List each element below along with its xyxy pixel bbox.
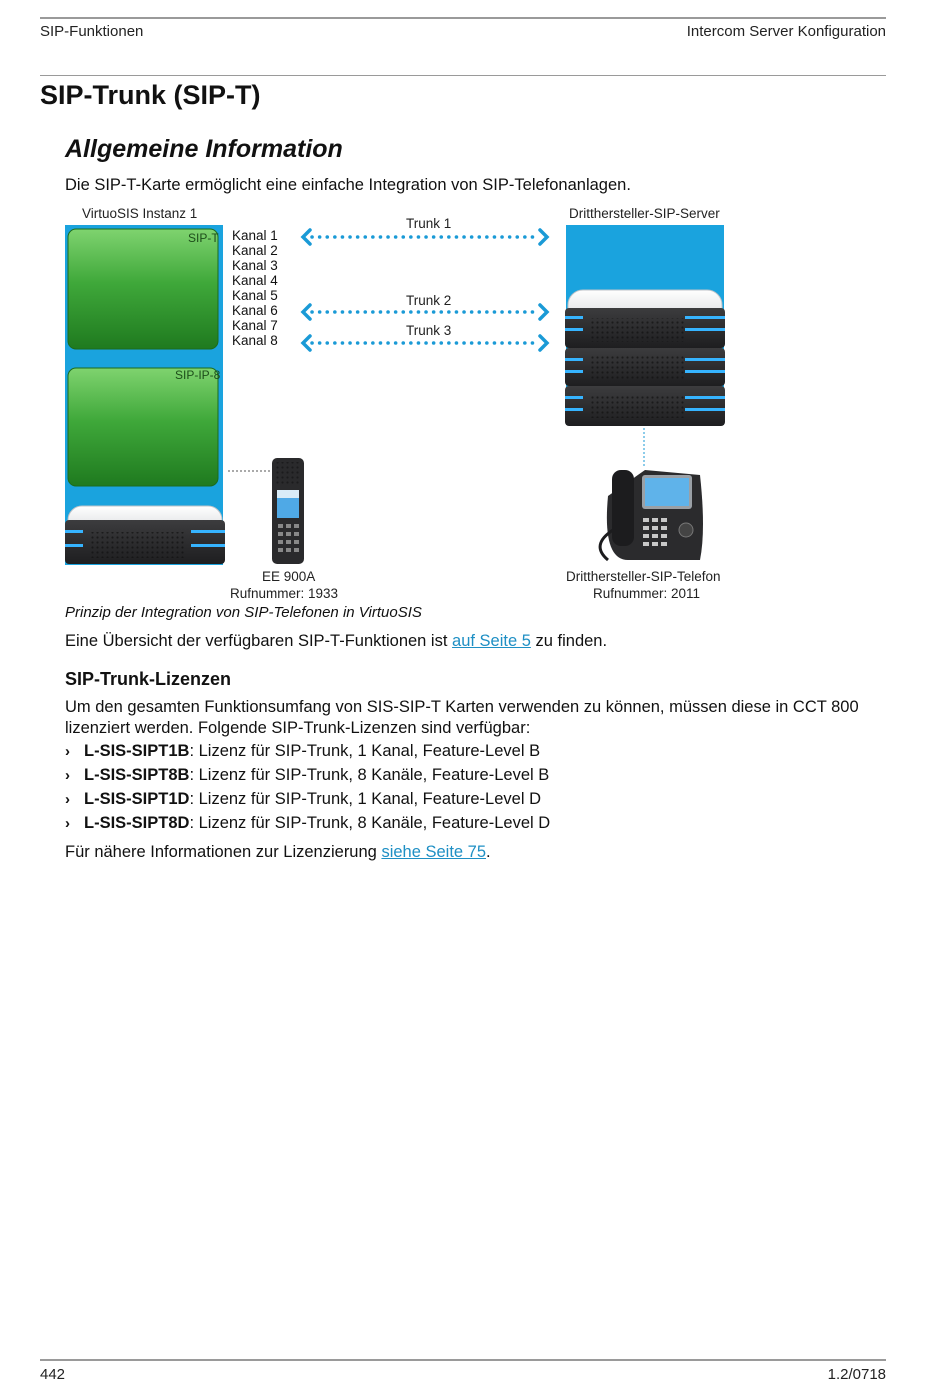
licenses-intro: Um den gesamten Funktionsumfang von SIS-… (65, 698, 859, 737)
integration-diagram: VirtuoSIS Instanz 1 Dritthersteller-SIP-… (60, 200, 760, 601)
sip-desk-phone (598, 470, 703, 562)
ee-900a-handset (272, 458, 304, 564)
more-info-text-after: . (486, 843, 491, 861)
more-info-paragraph: Für nähere Informationen zur Lizenzierun… (65, 842, 491, 863)
chevron-right-icon: › (65, 791, 70, 808)
instance-label: VirtuoSIS Instanz 1 (82, 206, 198, 221)
header-chapter: SIP-Funktionen (40, 23, 144, 40)
channel-6: Kanal 6 (232, 303, 278, 318)
section-heading: Allgemeine Information (65, 135, 343, 163)
trunk-1-label: Trunk 1 (406, 216, 452, 231)
desk-phone-name: Dritthersteller-SIP-Telefon (566, 569, 721, 584)
page-number: 442 (40, 1366, 66, 1383)
document-version: 1.2/0718 (827, 1366, 886, 1383)
page-title: SIP-Trunk (SIP-T) (40, 80, 261, 110)
sip-t-card-label: SIP-T (188, 231, 219, 245)
ee900a-name: EE 900A (262, 569, 316, 584)
license-list: ›L-SIS-SIPT1B: Lizenz für SIP-Trunk, 1 K… (65, 740, 550, 836)
channel-7: Kanal 7 (232, 318, 278, 333)
figure-caption: Prinzip der Integration von SIP-Telefone… (65, 604, 422, 621)
list-item: › L-SIS-SIPT1B: Lizenz für SIP-Trunk, 1 K… (65, 740, 550, 764)
header-top-rule (40, 17, 886, 19)
ee900a-number: Rufnummer: 1933 (230, 586, 339, 601)
licenses-heading: SIP-Trunk-Lizenzen (65, 669, 232, 689)
license-code: L-SIS-SIPT8D (84, 814, 190, 832)
channel-4: Kanal 4 (232, 273, 278, 288)
trunk-2-label: Trunk 2 (406, 293, 452, 308)
license-code: L-SIS-SIPT1B (84, 742, 190, 760)
chevron-right-icon: › (65, 815, 70, 832)
channel-1: Kanal 1 (232, 228, 278, 243)
sip-server-stack (565, 289, 725, 426)
header-document-title: Intercom Server Konfiguration (686, 23, 886, 40)
overview-text-after: zu finden. (530, 632, 608, 650)
chevron-right-icon: › (65, 767, 70, 784)
trunk-3-label: Trunk 3 (406, 323, 452, 338)
list-item: › L-SIS-SIPT8D: Lizenz für SIP-Trunk, 8 K… (65, 812, 550, 836)
header-bottom-rule (40, 75, 886, 76)
sip-ip-8-card-label: SIP-IP-8 (175, 368, 221, 382)
channel-2: Kanal 2 (232, 243, 278, 258)
license-desc: : Lizenz für SIP-Trunk, 1 Kanal, Feature… (189, 790, 541, 808)
list-item: › L-SIS-SIPT1D: Lizenz für SIP-Trunk, 1 K… (65, 788, 550, 812)
licensing-page-link[interactable]: siehe Seite 75 (381, 843, 487, 861)
server-label: Dritthersteller-SIP-Server (569, 206, 720, 221)
license-desc: : Lizenz für SIP-Trunk, 1 Kanal, Feature… (189, 742, 541, 760)
trunk-arrows (300, 228, 550, 352)
license-desc: : Lizenz für SIP-Trunk, 8 Kanäle, Featur… (189, 814, 551, 832)
channel-3: Kanal 3 (232, 258, 278, 273)
intro-text: Die SIP-T-Karte ermöglicht eine einfache… (65, 176, 631, 194)
overview-page-link[interactable]: auf Seite 5 (452, 632, 531, 650)
list-item: › L-SIS-SIPT8B: Lizenz für SIP-Trunk, 8 K… (65, 764, 550, 788)
overview-text-before: Eine Übersicht der verfügbaren SIP-T-Fun… (65, 632, 453, 650)
desk-phone-number: Rufnummer: 2011 (593, 586, 701, 601)
sip-ip-8-card (67, 367, 219, 487)
diagram-graphics (65, 225, 725, 565)
chevron-right-icon: › (65, 743, 70, 760)
more-info-text-before: Für nähere Informationen zur Lizenzierun… (65, 843, 382, 861)
license-desc: : Lizenz für SIP-Trunk, 8 Kanäle, Featur… (189, 766, 550, 784)
channel-5: Kanal 5 (232, 288, 278, 303)
overview-paragraph: Eine Übersicht der verfügbaren SIP-T-Fun… (65, 631, 607, 652)
virtuosis-base-unit (65, 505, 225, 564)
sip-t-card (67, 228, 219, 350)
license-code: L-SIS-SIPT1D (84, 790, 190, 808)
license-code: L-SIS-SIPT8B (84, 766, 190, 784)
footer-rule (40, 1359, 886, 1361)
channel-8: Kanal 8 (232, 333, 278, 348)
